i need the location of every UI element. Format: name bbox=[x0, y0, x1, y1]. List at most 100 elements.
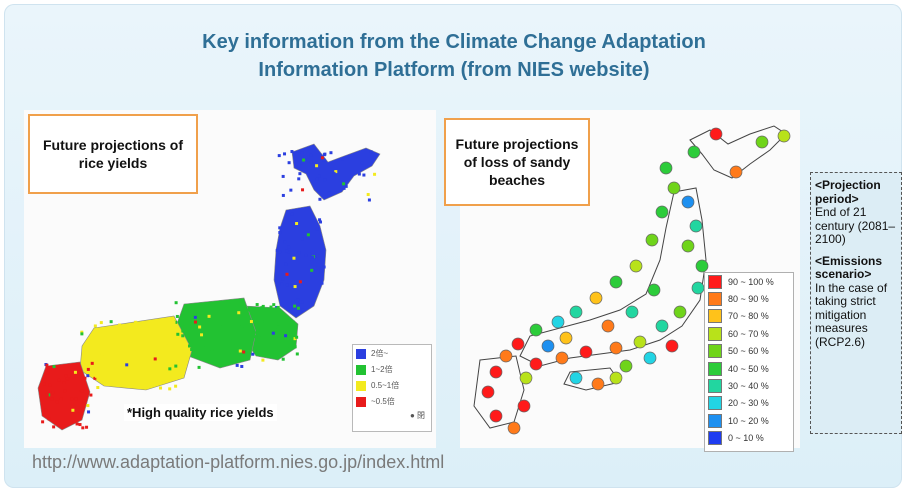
beach-legend-label: 50 ~ 60 % bbox=[728, 346, 769, 357]
speckle bbox=[172, 320, 176, 324]
beach-site-dot bbox=[667, 181, 681, 195]
legend-close-button[interactable]: ● 閉 bbox=[409, 411, 425, 420]
speckle bbox=[132, 347, 136, 351]
speckle bbox=[45, 393, 49, 397]
speckle bbox=[318, 197, 322, 201]
speckle bbox=[181, 354, 185, 358]
speckle bbox=[134, 320, 138, 324]
speckle bbox=[311, 255, 315, 259]
speckle bbox=[243, 327, 247, 331]
rice-legend-label: 0.5~1倍 bbox=[371, 381, 400, 390]
speckle bbox=[281, 357, 285, 361]
beach-site-dot bbox=[529, 357, 543, 371]
speckle bbox=[160, 344, 164, 348]
speckle bbox=[124, 335, 128, 339]
speckle bbox=[281, 193, 285, 197]
speckle bbox=[310, 268, 314, 272]
beach-legend-row: 10 ~ 20 % bbox=[705, 412, 793, 429]
rice-legend-label: 2倍~ bbox=[371, 349, 389, 358]
speckle bbox=[174, 384, 178, 388]
beach-site-dot bbox=[591, 377, 605, 391]
speckle bbox=[201, 346, 205, 350]
beach-site-dot bbox=[689, 219, 703, 233]
speckle bbox=[174, 301, 178, 305]
speckle bbox=[80, 330, 84, 334]
speckle bbox=[231, 341, 235, 345]
speckle bbox=[175, 314, 179, 318]
speckle bbox=[245, 315, 249, 319]
speckle bbox=[175, 349, 179, 353]
speckle bbox=[193, 320, 197, 324]
speckle bbox=[269, 305, 273, 309]
speckle bbox=[367, 198, 371, 202]
speckle bbox=[237, 311, 241, 315]
speckle bbox=[211, 306, 215, 310]
speckle bbox=[87, 410, 91, 414]
speckle bbox=[272, 303, 276, 307]
speckle bbox=[86, 374, 90, 378]
speckle bbox=[44, 408, 48, 412]
beach-legend-row: 20 ~ 30 % bbox=[705, 395, 793, 412]
speckle bbox=[174, 364, 178, 368]
rice-legend-label: 1~2倍 bbox=[371, 365, 393, 374]
speckle bbox=[344, 184, 348, 188]
projection-period-text: End of 21 century (2081–2100) bbox=[815, 205, 896, 246]
speckle bbox=[297, 251, 301, 255]
beach-site-dot bbox=[691, 281, 705, 295]
beach-site-dot bbox=[673, 305, 687, 319]
speckle bbox=[296, 306, 300, 310]
speckle bbox=[315, 177, 319, 181]
beach-site-dot bbox=[529, 323, 543, 337]
speckle bbox=[262, 344, 266, 348]
legend-swatch bbox=[708, 379, 722, 394]
speckle bbox=[45, 363, 49, 367]
beach-site-dot bbox=[687, 145, 701, 159]
beach-loss-callout: Future projections of loss of sandy beac… bbox=[444, 118, 590, 206]
speckle bbox=[292, 256, 296, 260]
speckle bbox=[83, 376, 87, 380]
speckle bbox=[249, 320, 253, 324]
speckle bbox=[360, 161, 364, 165]
speckle bbox=[210, 347, 214, 351]
speckle bbox=[256, 346, 260, 350]
speckle bbox=[283, 240, 287, 244]
legend-swatch bbox=[708, 292, 722, 307]
legend-swatch bbox=[708, 413, 722, 428]
beach-site-dot bbox=[551, 315, 565, 329]
speckle bbox=[295, 352, 299, 356]
speckle bbox=[315, 254, 319, 258]
speckle bbox=[230, 300, 234, 304]
speckle bbox=[96, 341, 100, 345]
region-tohoku bbox=[273, 205, 327, 319]
speckle bbox=[207, 314, 211, 318]
speckle bbox=[317, 174, 321, 178]
speckle bbox=[270, 353, 274, 357]
emissions-scenario-heading: <Emissions scenario> bbox=[815, 253, 883, 281]
speckle bbox=[41, 420, 45, 424]
speckle bbox=[132, 354, 136, 358]
outline-hokkaido bbox=[689, 125, 787, 179]
beach-site-dot bbox=[645, 233, 659, 247]
speckle bbox=[287, 245, 291, 249]
speckle bbox=[168, 367, 172, 371]
beach-site-dot bbox=[695, 259, 709, 273]
speckle bbox=[64, 374, 68, 378]
beach-legend-label: 10 ~ 20 % bbox=[728, 415, 769, 426]
beach-legend-row: 80 ~ 90 % bbox=[705, 290, 793, 307]
speckle bbox=[298, 280, 302, 284]
speckle bbox=[169, 370, 173, 374]
speckle bbox=[259, 349, 263, 353]
speckle bbox=[93, 324, 97, 328]
speckle bbox=[246, 308, 250, 312]
speckle bbox=[55, 400, 59, 404]
speckle bbox=[300, 300, 304, 304]
speckle bbox=[332, 172, 336, 176]
legend-swatch bbox=[708, 361, 722, 376]
beach-site-dot bbox=[665, 339, 679, 353]
speckle bbox=[300, 151, 304, 155]
speckle bbox=[260, 320, 264, 324]
speckle bbox=[278, 226, 282, 230]
source-url[interactable]: http://www.adaptation-platform.nies.go.j… bbox=[32, 452, 445, 472]
speckle bbox=[273, 307, 277, 311]
speckle bbox=[255, 303, 259, 307]
